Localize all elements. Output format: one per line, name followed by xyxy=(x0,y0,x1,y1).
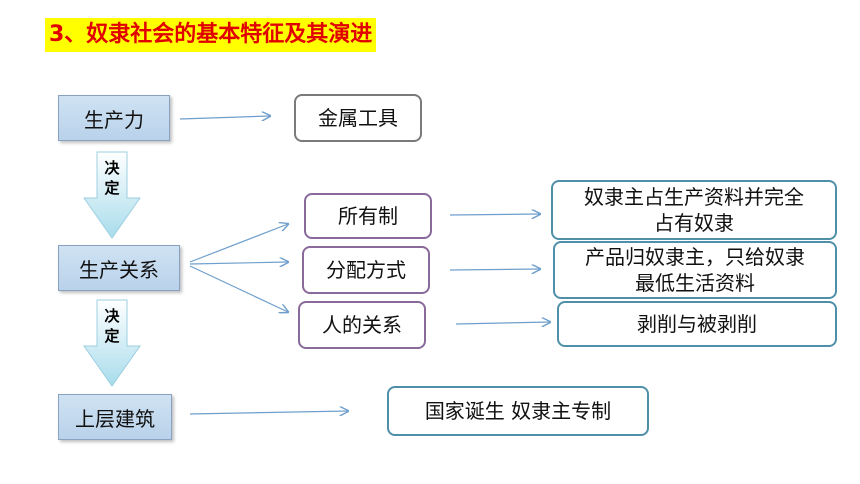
arrow-superstructure-to-result xyxy=(189,411,348,414)
arrow-relations-to-ownership xyxy=(189,224,288,263)
decide-label-2: 决 定 xyxy=(104,307,120,345)
node-ownership: 所有制 xyxy=(304,193,432,239)
arrow-productivity-to-tools xyxy=(179,116,270,119)
arrow-ownership-to-result xyxy=(449,214,540,215)
arrow-relations-to-human xyxy=(189,265,288,312)
decide-arrow-1: 决 定 xyxy=(82,150,142,242)
node-superstructure-result: 国家诞生 奴隶主专制 xyxy=(387,386,649,436)
arrow-distribution-to-result xyxy=(449,269,540,270)
decide-arrow-2: 决 定 xyxy=(82,298,142,390)
node-distribution: 分配方式 xyxy=(302,246,430,294)
node-superstructure: 上层建筑 xyxy=(58,394,172,440)
node-human-relations-result: 剥削与被剥削 xyxy=(557,301,837,347)
node-ownership-result: 奴隶主占生产资料并完全 占有奴隶 xyxy=(551,180,837,240)
node-productivity: 生产力 xyxy=(58,95,170,141)
node-human-relations: 人的关系 xyxy=(298,301,426,349)
arrow-human-to-result xyxy=(455,322,550,324)
page-title: 3、奴隶社会的基本特征及其演进 xyxy=(45,18,377,52)
node-metal-tools: 金属工具 xyxy=(294,94,422,142)
node-distribution-result: 产品归奴隶主，只给奴隶 最低生活资料 xyxy=(553,241,837,299)
decide-label-1: 决 定 xyxy=(104,159,120,197)
arrow-relations-to-distribution xyxy=(189,262,288,264)
node-relations: 生产关系 xyxy=(58,245,180,291)
